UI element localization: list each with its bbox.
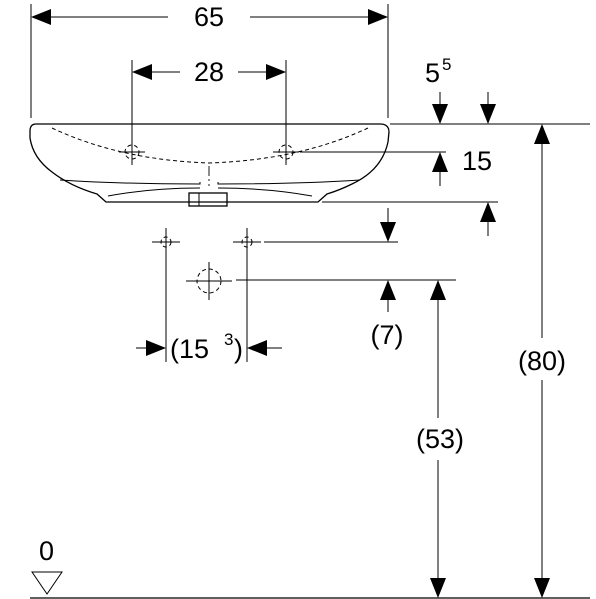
- tap-hole-right-icon: [273, 139, 299, 165]
- rim-offset-label: 5: [425, 58, 440, 88]
- floor-level-marker-icon: [31, 571, 63, 595]
- waste-drop-label: (7): [371, 320, 404, 350]
- overall-width-label: 65: [194, 2, 224, 32]
- supply-spacing-close: ): [234, 334, 243, 364]
- waste-height-dimension: (53): [416, 280, 464, 598]
- tap-hole-depth-label: 15: [462, 146, 492, 176]
- rim-offset-superscript: 5: [442, 55, 451, 74]
- waste-height-label: (53): [416, 424, 464, 454]
- supply-spacing-dimension: (15 3 ): [136, 256, 282, 364]
- tap-hole-spacing-dimension: 28: [131, 57, 287, 146]
- supply-spacing-superscript: 3: [224, 330, 233, 349]
- supply-spacing-label: (15: [170, 334, 209, 364]
- waste-drop-dimension: (7): [371, 280, 404, 350]
- basin-outline: [29, 123, 390, 207]
- overall-width-dimension: 65: [30, 2, 389, 118]
- rim-height-dimension: (80): [518, 124, 566, 598]
- supply-right-icon: [233, 228, 261, 256]
- supply-left-icon: [152, 228, 180, 256]
- tap-hole-left-icon: [119, 139, 145, 165]
- tap-hole-depth-dimension: 15: [300, 146, 492, 186]
- floor-level-label: 0: [39, 536, 54, 566]
- rim-offset-dimension: 5 5: [390, 55, 590, 125]
- floor-level: 0: [30, 536, 590, 599]
- rim-height-label: (80): [518, 346, 566, 376]
- supply-height-reference: [264, 208, 398, 243]
- basin-bottom-reference: [322, 201, 498, 236]
- waste-center-icon: [186, 262, 232, 300]
- tap-hole-spacing-label: 28: [194, 57, 224, 87]
